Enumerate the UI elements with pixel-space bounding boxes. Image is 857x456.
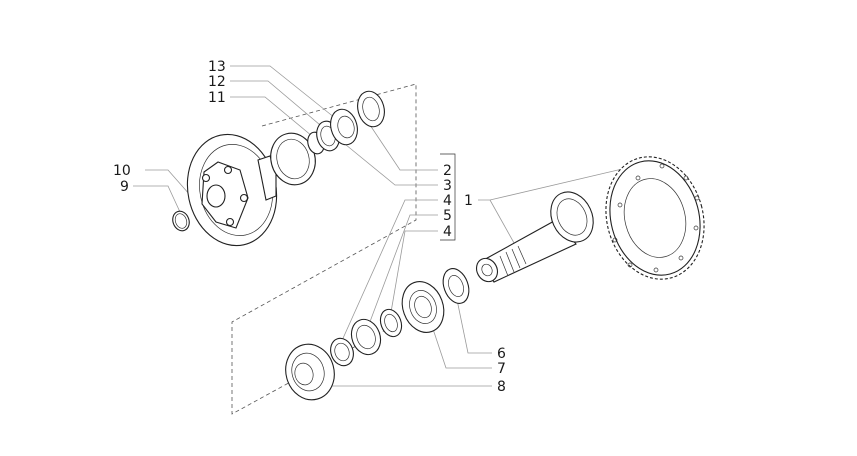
- label-8: 8: [497, 379, 506, 395]
- callout-labels: 13 12 11 10 9 2 3 4 5 4 1 6 7 8: [113, 59, 506, 395]
- taper-bearing-8: [285, 343, 335, 401]
- washer-6: [442, 268, 470, 304]
- label-11: 11: [208, 90, 226, 106]
- spacer-ring-4: [379, 308, 403, 338]
- cup-5: [350, 318, 382, 356]
- label-4-upper: 4: [443, 193, 452, 209]
- leader-lines: [133, 65, 653, 387]
- assembly-axis: [231, 83, 417, 415]
- label-9: 9: [120, 179, 129, 195]
- label-13: 13: [208, 59, 226, 75]
- lock-washer-2: [357, 90, 385, 128]
- flange-disc: [186, 133, 278, 247]
- splined-nut-3: [330, 108, 358, 146]
- label-4-lower: 4: [443, 224, 452, 240]
- label-7: 7: [497, 361, 506, 377]
- ring-gear: [605, 156, 705, 280]
- bearing-7: [401, 281, 445, 333]
- label-6: 6: [497, 346, 506, 362]
- shim-4: [330, 337, 354, 367]
- label-5: 5: [443, 208, 452, 224]
- label-12: 12: [208, 74, 226, 90]
- label-3: 3: [443, 178, 452, 194]
- label-2: 2: [443, 163, 452, 179]
- pinion-shaft-1: [475, 191, 594, 283]
- label-1: 1: [464, 193, 473, 209]
- label-10: 10: [113, 163, 131, 179]
- circlip-9: [172, 210, 190, 232]
